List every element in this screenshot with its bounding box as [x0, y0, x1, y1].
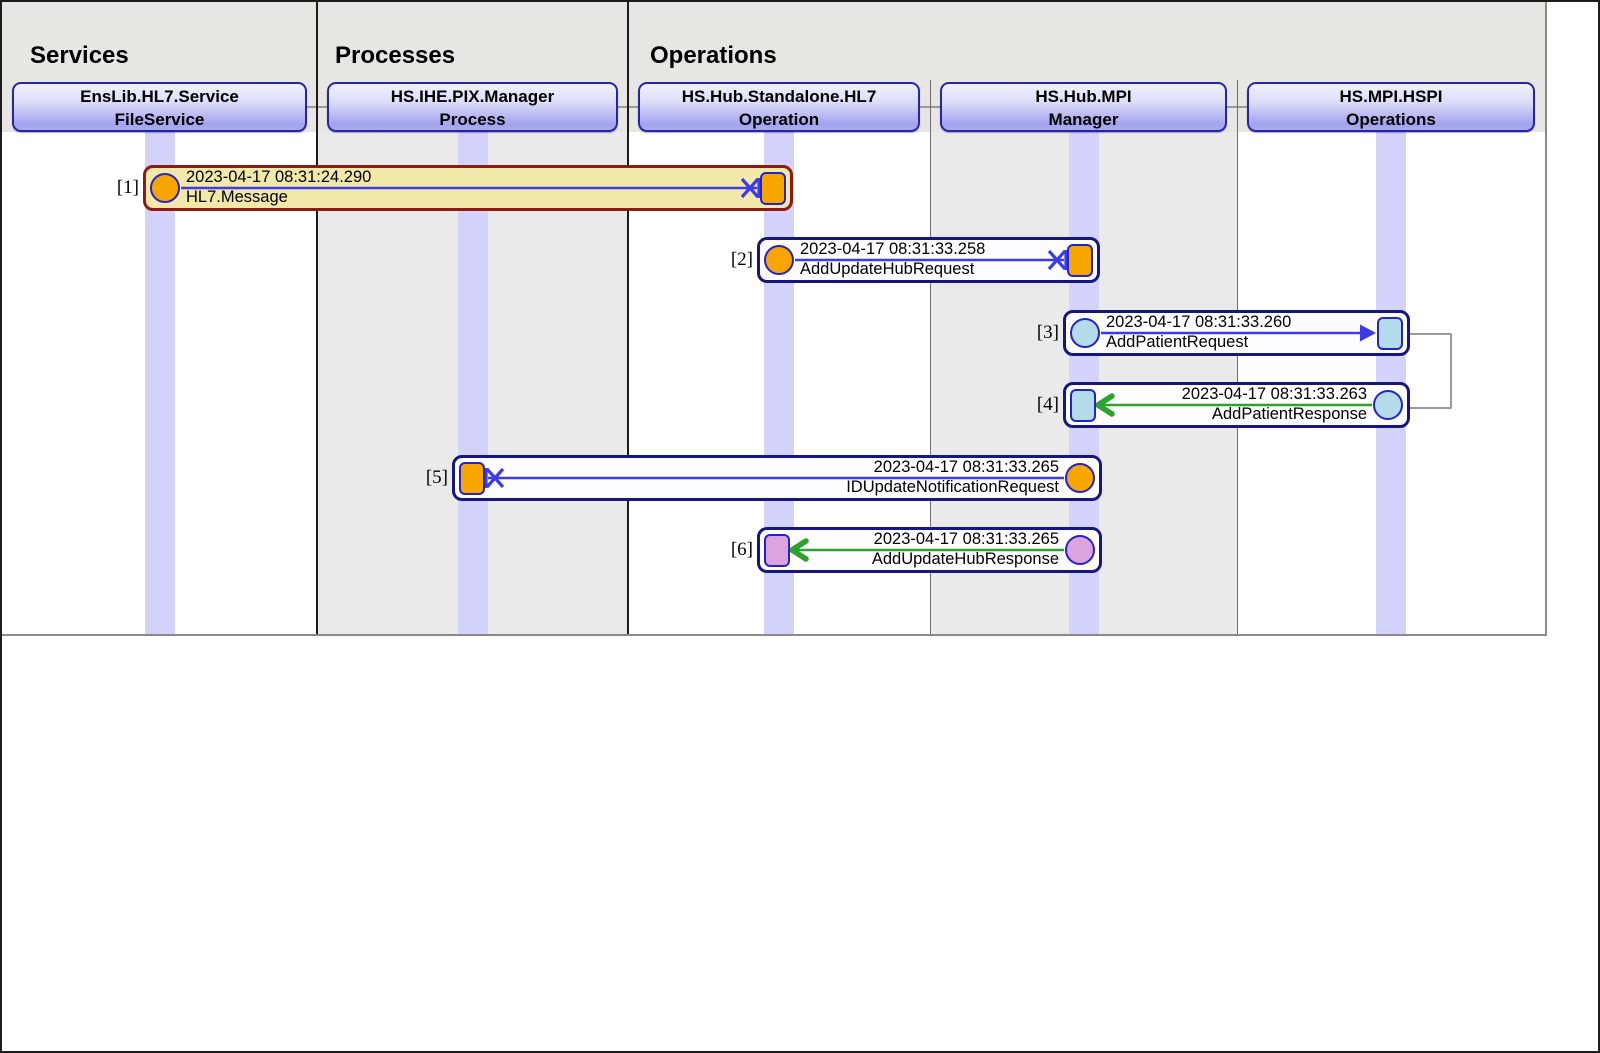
target-endpoint-square [1377, 316, 1403, 350]
message-index: [4] [1036, 394, 1059, 415]
lifeline [457, 132, 488, 634]
lane-header-line2: Operations [1346, 110, 1436, 129]
target-endpoint-square [459, 461, 485, 495]
lane-header-line1: HS.Hub.Standalone.HL7 [681, 87, 877, 106]
lifeline [144, 132, 175, 634]
message-index: [1] [116, 177, 139, 198]
lane-header-line2: Process [439, 110, 506, 129]
message-timestamp: 2023-04-17 08:31:33.260 [1106, 313, 1292, 331]
message-label: AddUpdateHubRequest [800, 260, 975, 278]
lane-separator-line [930, 80, 931, 634]
message-label: AddPatientResponse [1211, 405, 1367, 423]
target-endpoint-square [1067, 243, 1093, 277]
message-index: [2] [730, 249, 753, 270]
message-timestamp: 2023-04-17 08:31:33.265 [873, 458, 1059, 476]
message-arrow [484, 467, 1064, 489]
message-label: HL7.Message [186, 188, 288, 206]
lane-header-line2: Operation [738, 110, 820, 129]
target-endpoint-square [760, 171, 786, 205]
message-timestamp: 2023-04-17 08:31:33.265 [873, 530, 1059, 548]
message-timestamp: 2023-04-17 08:31:33.258 [800, 240, 986, 258]
sender-endpoint-circle [1070, 318, 1100, 348]
lane-header-line1: HS.IHE.PIX.Manager [390, 87, 555, 106]
message-arrow [786, 538, 1064, 562]
lane-header-line1: HS.Hub.MPI [1035, 87, 1132, 106]
message-timestamp: 2023-04-17 08:31:24.290 [186, 168, 372, 186]
sync-return-connector [1410, 333, 1452, 409]
lane-header-hs-mpi-hspi[interactable]: HS.MPI.HSPI Operations [1247, 82, 1535, 132]
diagram-bottom-edge [2, 634, 1547, 636]
message-label: IDUpdateNotificationRequest [846, 478, 1059, 496]
message-label: AddPatientRequest [1106, 333, 1249, 351]
sender-endpoint-circle [1065, 463, 1095, 493]
lane-separator-line [1237, 80, 1238, 634]
lane-header-line1: HS.MPI.HSPI [1339, 87, 1443, 106]
sender-endpoint-circle [764, 245, 794, 275]
message-timestamp: 2023-04-17 08:31:33.263 [1181, 385, 1367, 403]
group-title-operations: Operations [650, 42, 777, 69]
group-separator-line [316, 2, 318, 634]
message-arrow [795, 249, 1068, 271]
message-arrow [1101, 324, 1376, 342]
sender-endpoint-circle [150, 173, 180, 203]
target-endpoint-square [764, 533, 790, 567]
message-arrow [1092, 393, 1372, 417]
lane-header-line2: Manager [1048, 110, 1119, 129]
message-index: [6] [730, 539, 753, 560]
sender-endpoint-circle [1373, 390, 1403, 420]
lane-header-line2: FileService [114, 110, 205, 129]
sender-endpoint-circle [1065, 535, 1095, 565]
message-index: [3] [1036, 322, 1059, 343]
lane-header-hs-hub-mpi[interactable]: HS.Hub.MPI Manager [940, 82, 1227, 132]
group-separator-line [627, 2, 629, 634]
message-label: AddUpdateHubResponse [871, 550, 1059, 568]
group-title-processes: Processes [335, 42, 456, 69]
group-title-services: Services [30, 42, 129, 69]
lane-header-line1: EnsLib.HL7.Service [80, 87, 239, 106]
target-endpoint-square [1070, 388, 1096, 422]
message-index: [5] [425, 467, 448, 488]
message-arrow [181, 177, 761, 199]
diagram-right-edge [1545, 2, 1547, 634]
